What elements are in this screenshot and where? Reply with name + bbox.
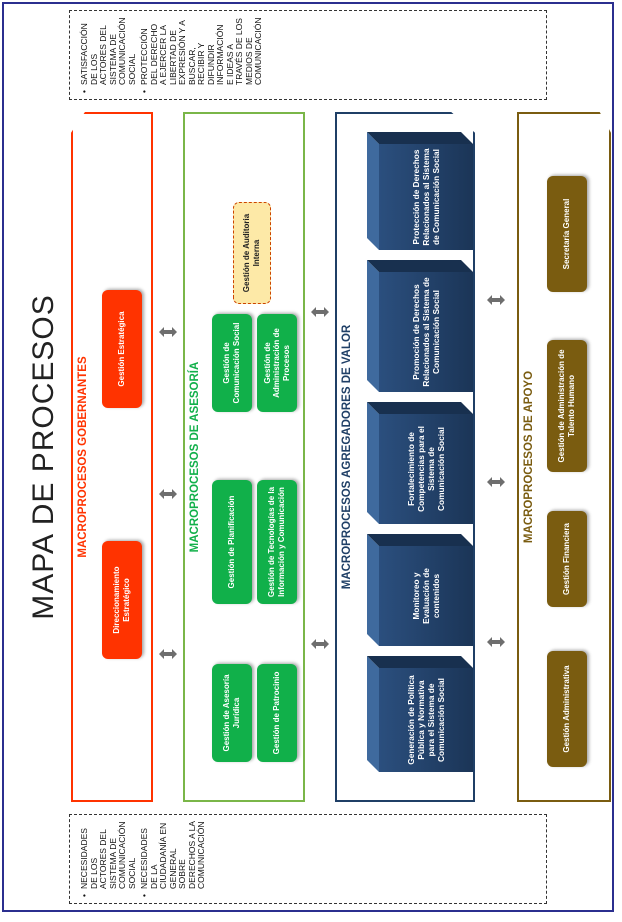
cube-2-front [379,546,473,646]
cube-2-side [367,534,473,546]
value-cubes-svg [367,132,473,772]
arrow-adv-val-1 [311,639,329,649]
cube-4-front [379,272,473,392]
cube-5-front [379,144,473,250]
cube-4-side [367,260,473,272]
arrow-adv-val-2 [311,307,329,317]
cube-3-top [367,402,379,524]
cube-1 [367,656,473,772]
arrow-gov-adv-2 [159,489,177,499]
cube-2 [367,534,473,646]
arrow-gov-adv-1 [159,649,177,659]
cube-5-side [367,132,473,144]
cube-5-top [367,132,379,250]
cube-2-top [367,534,379,646]
cube-3-front [379,414,473,524]
cube-1-front [379,668,473,772]
process-map-canvas: MAPA DE PROCESOS NECESIDADES DE LOS ACTO… [7,2,619,912]
arrow-val-sup-2 [487,477,505,487]
cube-4-top [367,260,379,392]
cube-3 [367,402,473,524]
cube-5 [367,132,473,250]
cube-4 [367,260,473,392]
arrows-svg [159,295,505,659]
cube-3-side [367,402,473,414]
arrow-gov-adv-3 [159,327,177,337]
arrow-val-sup-1 [487,637,505,647]
cube-1-top [367,656,379,772]
cube-1-side [367,656,473,668]
page-frame [2,2,614,912]
arrow-val-sup-3 [487,295,505,305]
